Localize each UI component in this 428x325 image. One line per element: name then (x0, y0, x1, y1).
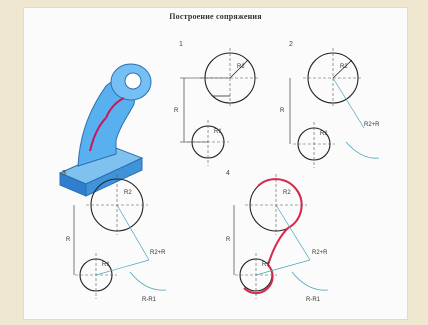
construction-diagram: 1 R R2 R1 2 (58, 41, 380, 303)
isometric-part-model (58, 63, 152, 197)
drawing-sheet: Построение сопряжения 1 (24, 8, 407, 319)
step-1-number: 1 (179, 41, 183, 48)
step-2-dim-R2: R2 (340, 64, 348, 70)
step-3-dim-R: R (66, 237, 71, 243)
step-4-dim-R2-plus-R: R2+R (312, 250, 328, 256)
slide-title: Построение сопряжения (169, 12, 262, 21)
step-3-dim-R-minus-R1: R-R1 (142, 297, 157, 303)
step-2-dim-R2-plus-R: R2+R (364, 122, 380, 128)
step-3-dim-R2: R2 (124, 190, 132, 196)
step-3-dim-R1: R1 (102, 262, 110, 268)
step-2-number: 2 (289, 41, 293, 48)
step-4-diagram: 4 R R2 R1 R2+R R-R1 (226, 170, 328, 303)
step-3-dim-R2-plus-R: R2+R (150, 250, 166, 256)
step-3-diagram: 3 R R2 R1 R2+R R-R1 (62, 170, 166, 303)
step-1-diagram: 1 R R2 R1 (174, 41, 260, 166)
step-1-dim-R1: R1 (214, 129, 222, 135)
step-4-dim-R1: R1 (262, 262, 270, 268)
step-1-dim-R: R (174, 108, 179, 114)
step-4-dim-R2: R2 (283, 190, 291, 196)
step-4-dim-R-minus-R1: R-R1 (306, 297, 321, 303)
step-3-number: 3 (62, 170, 66, 177)
step-2-diagram: 2 R R2 R1 R2+R (280, 41, 380, 168)
step-1-dim-R2: R2 (237, 64, 245, 70)
step-2-dim-R: R (280, 108, 285, 114)
step-2-dim-R1: R1 (320, 131, 328, 137)
step-4-number: 4 (226, 170, 230, 177)
step-4-dim-R: R (226, 237, 231, 243)
